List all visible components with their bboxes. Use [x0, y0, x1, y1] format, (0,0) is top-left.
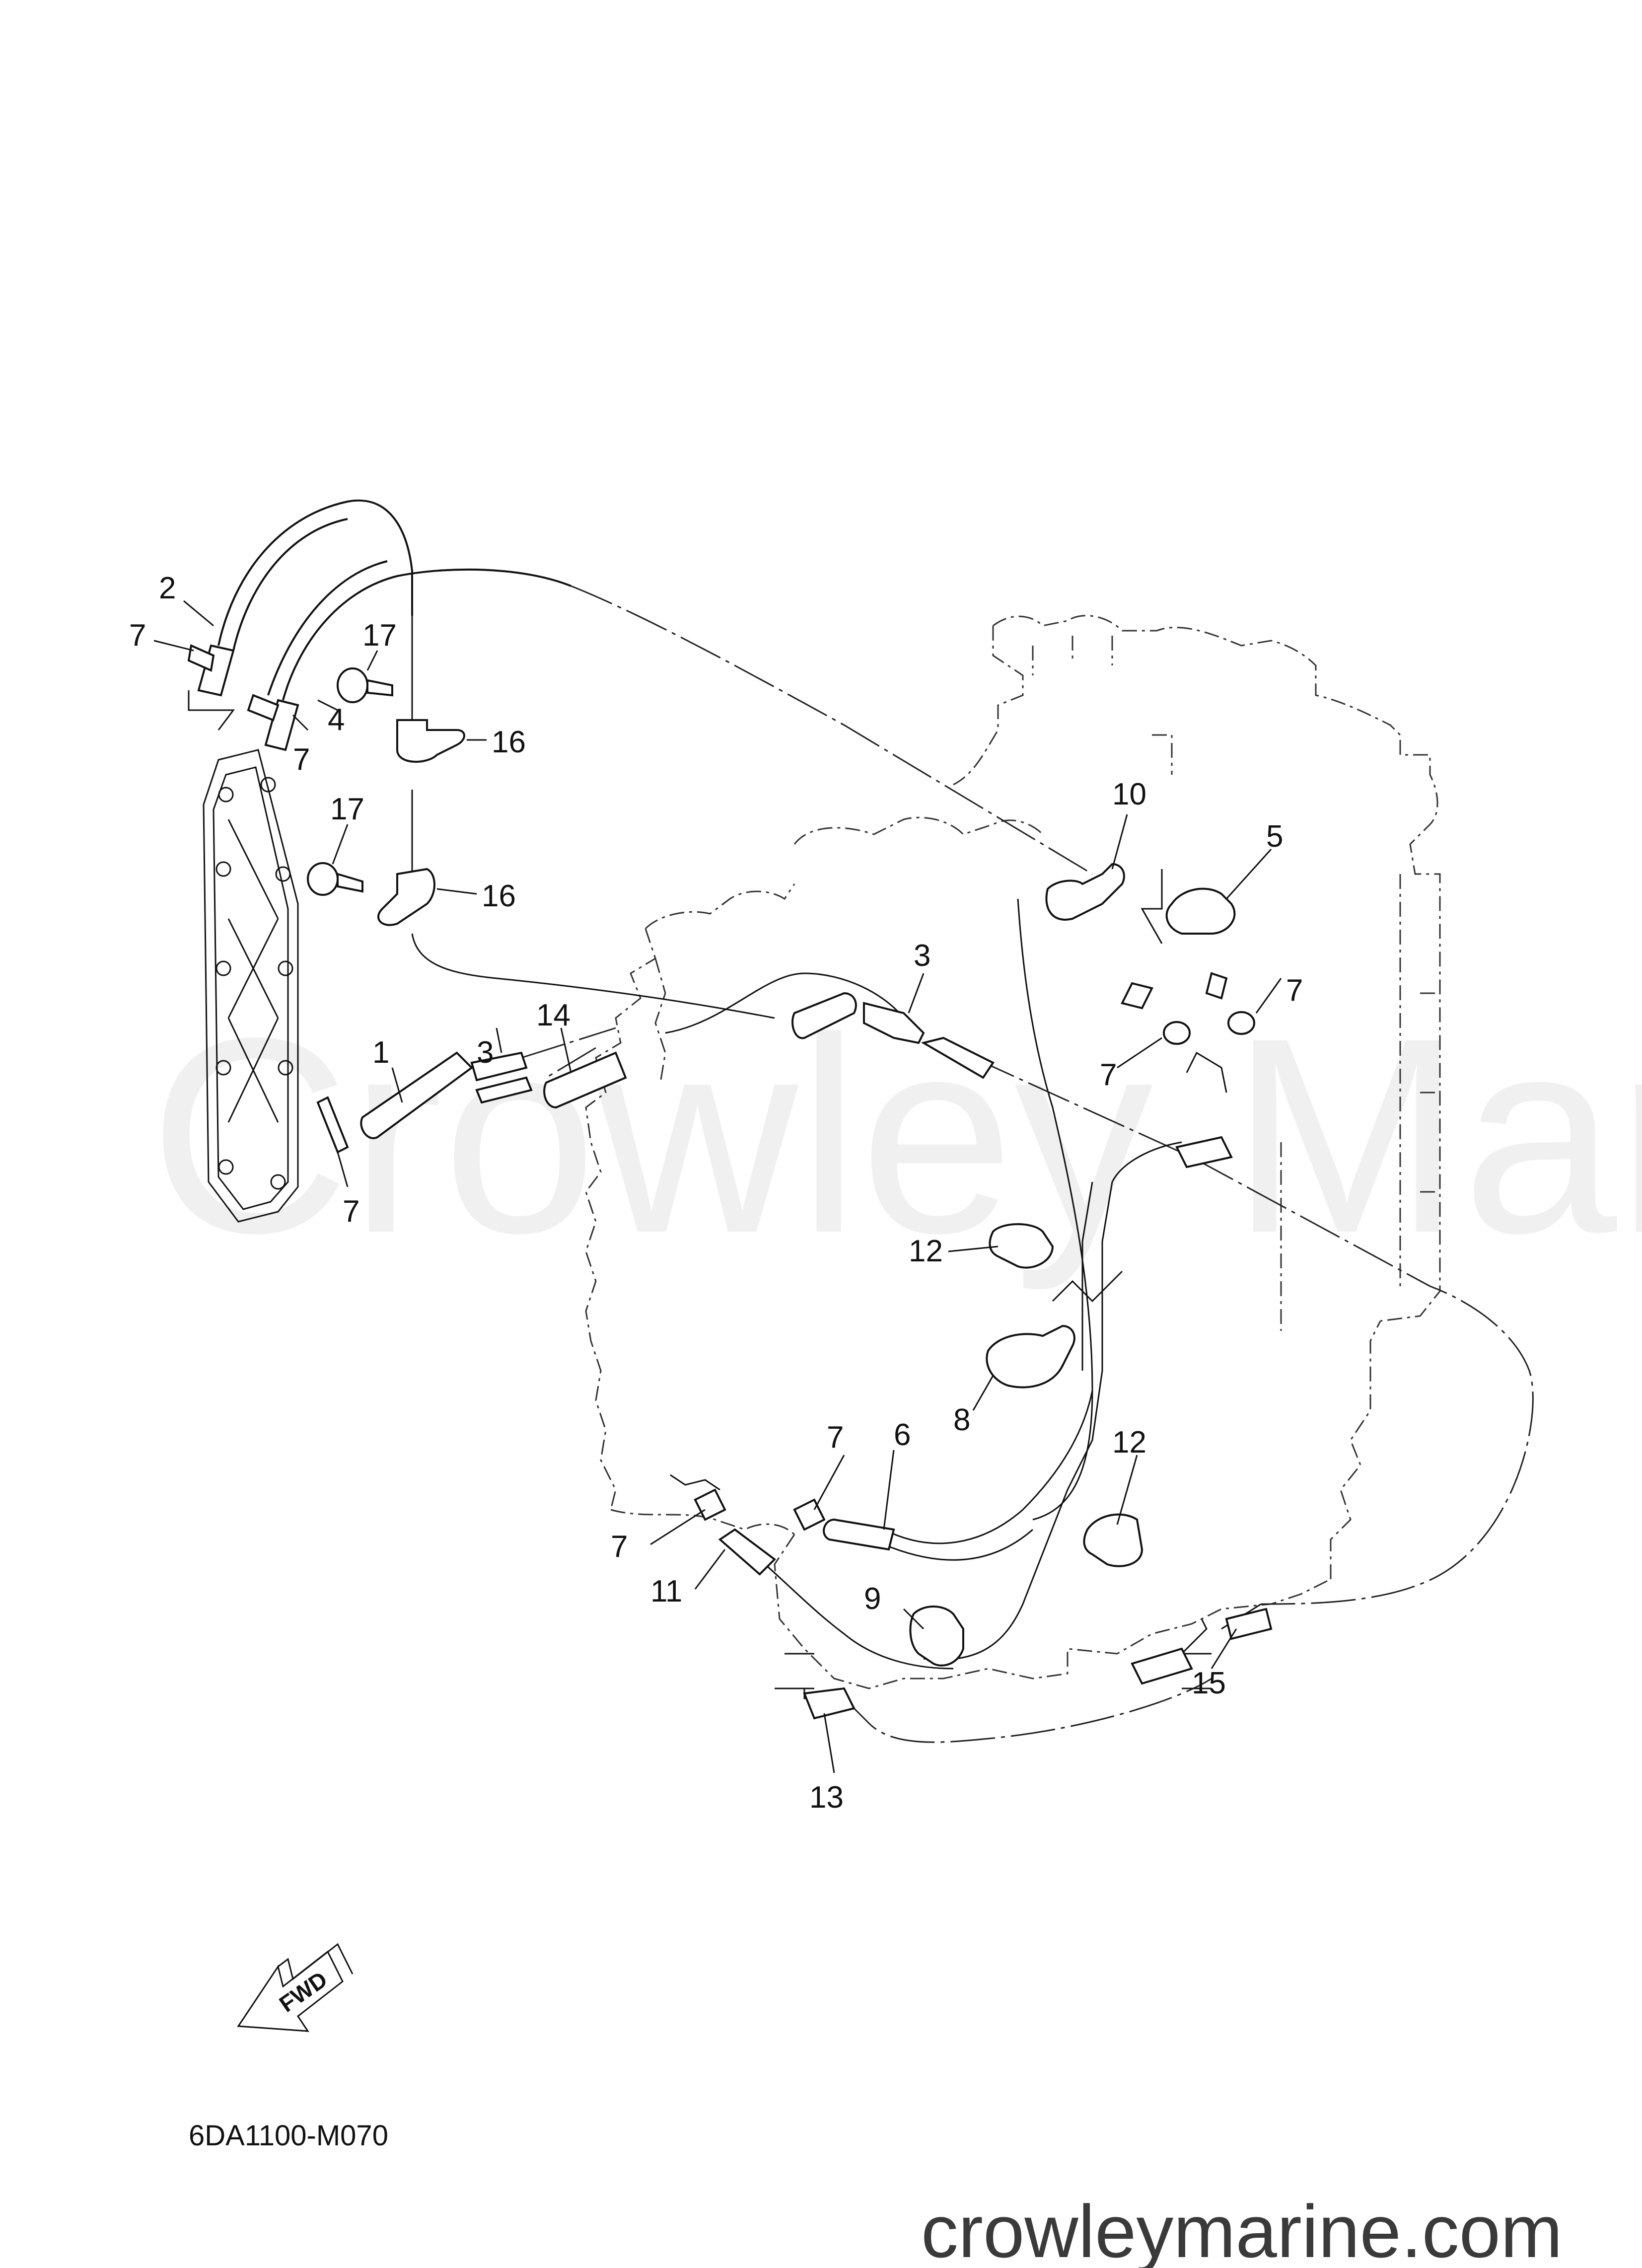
- engine-block-outline: [585, 615, 1441, 1689]
- part-label-7-e: 7: [343, 1194, 359, 1229]
- fwd-label: FWD: [275, 1966, 332, 2017]
- part-label-16-b: 16: [482, 879, 516, 913]
- part-label-1: 1: [372, 1035, 389, 1070]
- part-label-16-a: 16: [492, 725, 526, 759]
- part-label-2: 2: [159, 571, 176, 605]
- part-label-13: 13: [809, 1780, 844, 1815]
- part-label-5: 5: [1266, 819, 1283, 854]
- part-label-7-f: 7: [827, 1420, 844, 1455]
- part-label-3-a: 3: [914, 939, 930, 973]
- gasket-plate: [203, 749, 299, 1223]
- part-label-7-a: 7: [129, 618, 146, 653]
- part-shapes: [187, 644, 1273, 1720]
- part-label-3-b: 3: [477, 1035, 494, 1070]
- part-label-7-d: 7: [1100, 1058, 1117, 1092]
- part-label-4: 4: [328, 703, 345, 737]
- website-url[interactable]: crowleymarine.com: [921, 2190, 1563, 2268]
- part-label-7-c: 7: [1286, 973, 1303, 1008]
- part-label-6: 6: [894, 1418, 911, 1452]
- part-label-14: 14: [536, 998, 571, 1032]
- part-label-7-b: 7: [293, 742, 310, 777]
- part-label-17-a: 17: [362, 618, 397, 653]
- part-label-10: 10: [1112, 777, 1146, 811]
- diagram-code: 6DA1100-M070: [189, 2120, 388, 2152]
- part-label-11: 11: [650, 1574, 682, 1609]
- part-label-9: 9: [864, 1582, 881, 1616]
- part-label-8: 8: [953, 1403, 970, 1437]
- part-label-15: 15: [1192, 1666, 1226, 1700]
- part-number-labels: 2 7 17 4 7 16 17 16 10 5 3 7 14 1 3 7 7 …: [129, 571, 1303, 1815]
- part-label-12-a: 12: [909, 1234, 943, 1268]
- part-label-12-b: 12: [1112, 1425, 1146, 1460]
- part-label-7-g: 7: [611, 1530, 628, 1564]
- leader-lines: [153, 600, 1282, 1773]
- fwd-arrow-icon: FWD: [237, 1943, 354, 2032]
- part-label-17-b: 17: [330, 792, 364, 826]
